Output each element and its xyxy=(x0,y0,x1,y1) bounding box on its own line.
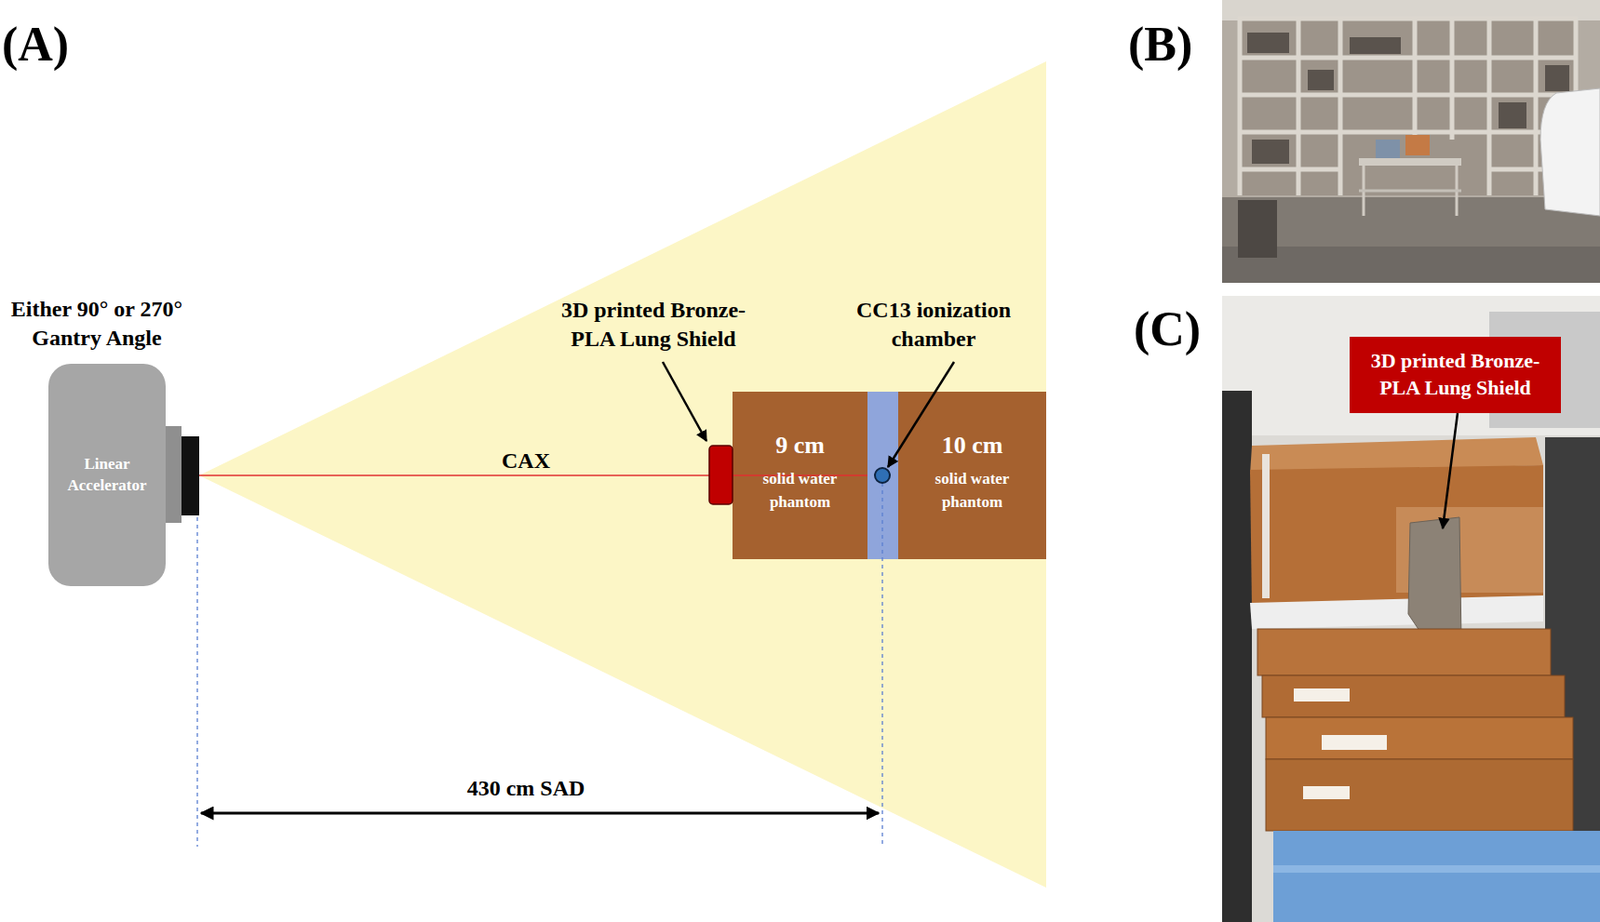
phantom-slab: 9 cm solid water phantom xyxy=(732,391,868,560)
lab-wall xyxy=(1222,295,1600,436)
thickness-label: 9 cm xyxy=(775,432,825,460)
phantom-label: solid water phantom xyxy=(898,467,1047,515)
callout-text: 3D printed Bronze-PLA Lung Shield xyxy=(1357,348,1554,402)
axis-label: CAX xyxy=(479,446,573,476)
room-photo xyxy=(1222,0,1600,283)
linac-box: Either 90° or 270° Gantry AngleLinear Ac… xyxy=(48,363,166,587)
slab xyxy=(1265,759,1574,832)
shelf-item xyxy=(1349,37,1401,54)
dimension-arrow xyxy=(201,812,879,816)
linac-label: Linear Accelerator xyxy=(57,454,157,498)
slab xyxy=(1257,629,1551,676)
slab-sticker xyxy=(1293,688,1350,702)
shelf-line xyxy=(1237,130,1578,135)
slab-sticker xyxy=(1303,786,1350,800)
linac-head-photo xyxy=(1540,88,1600,216)
leader-arrow xyxy=(662,362,707,442)
phantom-photo xyxy=(1222,295,1600,922)
dashed-guide xyxy=(196,517,198,848)
table-shelf xyxy=(1358,189,1462,193)
shelf-box xyxy=(1375,139,1400,159)
slab xyxy=(1262,675,1565,718)
slab-sticker xyxy=(1321,735,1387,751)
panel-letter: (C) xyxy=(1133,297,1237,362)
photo-background xyxy=(1222,295,1600,922)
phantom-label: solid water phantom xyxy=(732,467,868,515)
panel-letter: (B) xyxy=(1128,13,1231,77)
shelf-line xyxy=(1412,16,1418,140)
chamber-slab xyxy=(867,391,899,560)
panel-letter: (A) xyxy=(1,13,105,77)
ionization-chamber xyxy=(874,468,890,484)
beam-field xyxy=(199,61,1047,888)
shelf-item xyxy=(1247,32,1290,54)
blue-base xyxy=(1273,831,1600,922)
leader-arrow xyxy=(1442,413,1458,529)
shelf-items xyxy=(1247,32,1570,164)
dashed-guide xyxy=(881,483,883,848)
shelf-box xyxy=(1405,134,1430,156)
shelf-line xyxy=(1237,167,1341,173)
shelf-item xyxy=(1545,65,1570,92)
floor xyxy=(1222,197,1600,283)
cart xyxy=(1237,200,1278,258)
shelf-item xyxy=(1307,69,1334,91)
shelf-line xyxy=(1237,93,1578,98)
shelving xyxy=(1237,16,1578,196)
gantry-head xyxy=(165,426,182,524)
ceiling xyxy=(1222,0,1600,21)
photo-background xyxy=(1222,0,1600,283)
shelf-item xyxy=(1251,139,1290,164)
phantom-slab: 10 cm solid water phantom xyxy=(898,391,1047,560)
dimension-label: 430 cm SAD xyxy=(386,774,666,804)
gantry-heading: Either 90° or 270° Gantry Angle xyxy=(0,295,204,353)
lab-equipment xyxy=(1222,390,1252,922)
callout-tag: 3D printed Bronze-PLA Lung Shield xyxy=(1349,336,1561,414)
lung-shield xyxy=(709,445,733,505)
slab-front xyxy=(1250,465,1544,610)
shelf-line xyxy=(1450,16,1455,140)
floor-shade xyxy=(1222,246,1600,283)
callout-label: 3D printed Bronze-PLA Lung Shield xyxy=(551,295,756,354)
shelf-line xyxy=(1237,55,1578,61)
callout-label: CC13 ionization chamber xyxy=(831,295,1036,354)
shelf-line xyxy=(1237,16,1578,22)
shelf-dividers xyxy=(1237,16,1578,196)
white-tape xyxy=(1250,595,1544,630)
table-top xyxy=(1358,158,1462,166)
collimator xyxy=(181,436,200,516)
shelf-item xyxy=(1498,102,1527,129)
thickness-label: 10 cm xyxy=(941,432,1004,460)
tape-strip xyxy=(1262,454,1270,599)
blue-base-stripe xyxy=(1273,865,1600,874)
slab xyxy=(1265,717,1574,760)
